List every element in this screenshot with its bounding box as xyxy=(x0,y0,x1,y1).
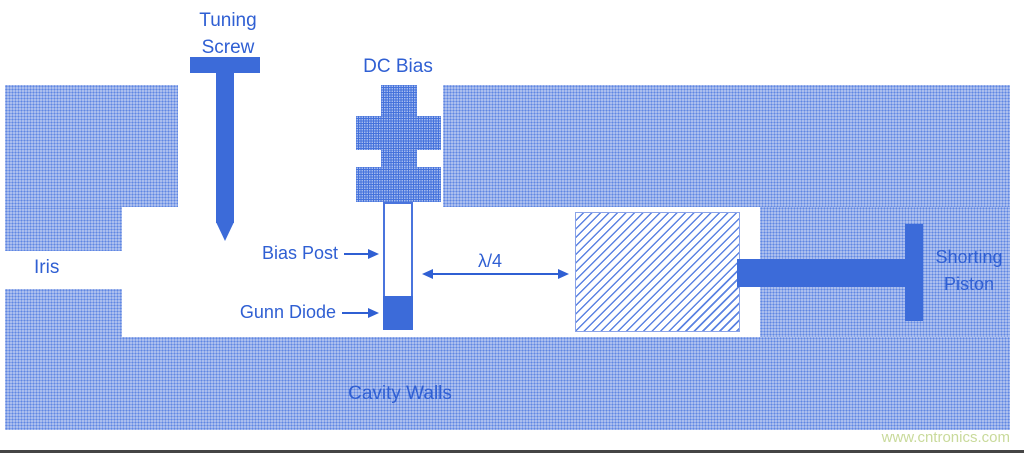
dc-bias-flange-lower xyxy=(356,167,441,202)
tuning-screw-shaft xyxy=(216,70,234,223)
dc-bias-neck xyxy=(381,150,417,167)
tuning-screw-label-line2: Screw xyxy=(201,37,255,58)
gunn-diode xyxy=(383,296,413,330)
dc-bias-stub xyxy=(381,85,417,116)
cavity-wall-top-left xyxy=(5,85,178,207)
shorting-piston-label: Shorting Piston xyxy=(926,244,1012,298)
gunn-diode-label: Gunn Diode xyxy=(239,302,336,322)
iris-label: Iris xyxy=(34,257,60,278)
dc-bias-flange-upper xyxy=(356,116,441,150)
cavity-wall-left-upper xyxy=(5,207,122,251)
quarter-wave-transformer-block xyxy=(575,212,740,332)
tuning-screw-tip xyxy=(216,222,234,241)
quarter-wave-arrow-head-right xyxy=(558,269,569,279)
quarter-wave-arrow-head-left xyxy=(422,269,433,279)
tuning-screw-label: Tuning Screw xyxy=(178,7,278,61)
bias-post-label: Bias Post xyxy=(261,243,338,263)
tuning-screw-label-line1: Tuning xyxy=(199,10,257,31)
bias-post-arrow-head xyxy=(368,249,379,259)
cavity-wall-left-lower xyxy=(5,289,122,337)
dc-bias-label: DC Bias xyxy=(363,56,433,77)
cavity-wall-top-right xyxy=(443,85,1010,207)
cavity-wall-bottom xyxy=(5,337,1010,430)
quarter-wave-label: λ/4 xyxy=(477,251,502,271)
bottom-edge-bar xyxy=(0,450,1024,453)
shorting-piston-handle xyxy=(905,224,923,321)
tuning-screw-head xyxy=(190,57,260,73)
watermark: www.cntronics.com xyxy=(881,429,1010,446)
gunn-diode-arrow-head xyxy=(368,308,379,318)
cavity-walls-label: Cavity Walls xyxy=(348,383,452,404)
shorting-piston-rod xyxy=(737,259,907,287)
shorting-piston-label-line2: Piston xyxy=(943,274,995,294)
shorting-piston-label-line1: Shorting xyxy=(935,247,1003,267)
bias-post xyxy=(383,202,413,298)
